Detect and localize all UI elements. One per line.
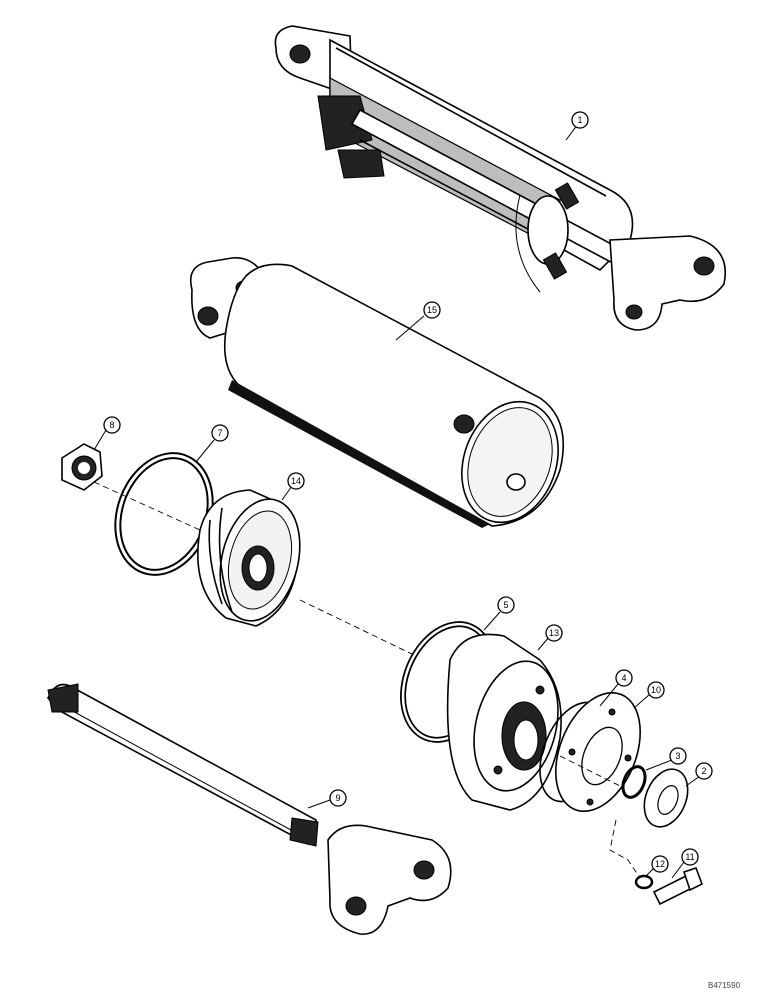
svg-text:15: 15 [427, 305, 437, 315]
svg-text:5: 5 [503, 600, 508, 610]
piston [197, 489, 301, 627]
cylinder-head [446, 633, 562, 811]
callout-13: 13 [537, 624, 563, 651]
rod-clevis [327, 824, 452, 935]
piston-rod [47, 683, 319, 847]
figure-code: B471590 [708, 981, 741, 990]
svg-text:1: 1 [577, 115, 582, 125]
callout-3: 3 [645, 747, 687, 771]
svg-text:11: 11 [685, 852, 694, 862]
callout-7: 7 [195, 424, 229, 463]
rod-nut [61, 443, 103, 491]
assembly-center-lines [93, 481, 641, 879]
svg-text:2: 2 [701, 766, 706, 776]
callout-4: 4 [599, 669, 633, 707]
rod-wiper [643, 768, 689, 828]
callout-10: 10 [633, 681, 665, 709]
svg-text:3: 3 [675, 751, 680, 761]
svg-text:10: 10 [651, 685, 661, 695]
callout-14: 14 [281, 472, 305, 501]
callout-11: 11 [671, 848, 699, 879]
callout-5: 5 [483, 596, 515, 631]
callout-12: 12 [645, 855, 669, 877]
svg-text:12: 12 [655, 859, 665, 869]
cylinder-barrel [189, 256, 565, 528]
lock-washer [634, 874, 654, 890]
svg-text:4: 4 [621, 673, 626, 683]
assembled-cylinder-cutaway [274, 25, 726, 331]
svg-text:13: 13 [549, 628, 559, 638]
callout-8: 8 [93, 416, 121, 451]
svg-text:14: 14 [291, 476, 301, 486]
callout-2: 2 [685, 762, 713, 787]
callout-1: 1 [565, 111, 589, 141]
callout-15: 15 [395, 301, 441, 341]
rod-seal [621, 765, 647, 799]
cap-screw [652, 866, 704, 906]
svg-text:8: 8 [109, 420, 114, 430]
callout-9: 9 [307, 789, 347, 809]
svg-text:7: 7 [217, 428, 222, 438]
svg-text:9: 9 [335, 793, 340, 803]
